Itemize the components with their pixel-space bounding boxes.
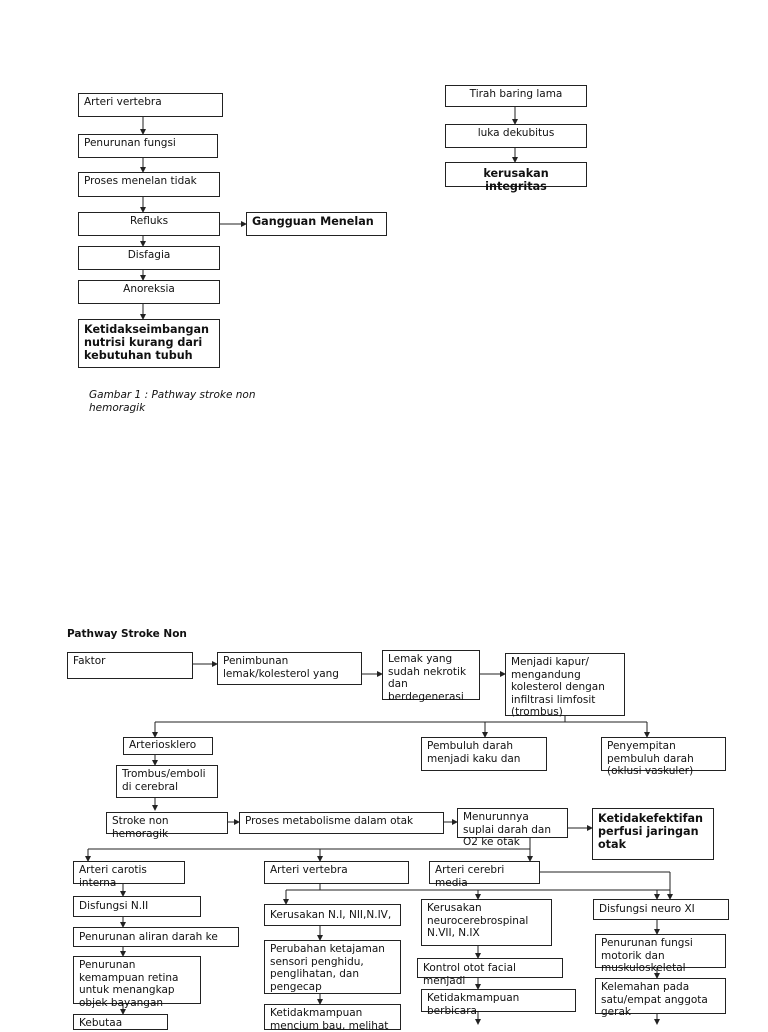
box-perubahan-ketajaman: Perubahan ketajaman sensori penghidu, pe… — [264, 940, 401, 994]
box-penimbunan: Penimbunan lemak/kolesterol yang — [217, 652, 362, 685]
box-tirah-baring: Tirah baring lama — [445, 85, 587, 107]
box-trombus: Trombus/emboli di cerebral — [116, 765, 218, 798]
pathway-title: Pathway Stroke Non — [67, 628, 187, 640]
box-arteri-cerebri: Arteri cerebri media — [429, 861, 540, 889]
box-proses-menelan: Proses menelan tidak — [78, 172, 220, 197]
figure-caption: Gambar 1 : Pathway stroke non hemoragik — [89, 389, 256, 414]
box-kerusakan-neurocerebrospinal: Kerusakan neurocerebrospinal N.VII, N.IX — [421, 899, 552, 946]
box-penurunan-fungsi: Penurunan fungsi — [78, 134, 218, 158]
box-disfungsi-nii: Disfungsi N.II — [73, 896, 201, 917]
box-disfagia: Disfagia — [78, 246, 220, 270]
box-refluks: Refluks — [78, 212, 220, 236]
box-menurunnya-suplai: Menurunnya suplai darah dan O2 ke otak — [457, 808, 568, 848]
box-ketidakefektifan-perfusi: Ketidakefektifan perfusi jaringan otak — [592, 808, 714, 860]
box-faktor: Faktor — [67, 652, 193, 679]
box-anoreksia: Anoreksia — [78, 280, 220, 304]
box-arteri-carotis: Arteri carotis interna — [73, 861, 185, 889]
box-gangguan-menelan: Gangguan Menelan — [246, 212, 387, 236]
box-arteri-vertebra: Arteri vertebra — [78, 93, 223, 117]
box-kerusakan-integritas: kerusakan integritas — [445, 162, 587, 193]
box-kontrol-otot: Kontrol otot facial menjadi — [417, 958, 563, 987]
box-arteri-vertebra-2: Arteri vertebra — [264, 861, 409, 884]
box-stroke-non: Stroke non hemoragik — [106, 812, 228, 840]
box-proses-metabolisme: Proses metabolisme dalam otak — [239, 812, 444, 834]
box-lemak-nekrotik: Lemak yang sudah nekrotik dan berdegener… — [382, 650, 480, 703]
box-penurunan-retina: Penurunan kemampuan retina untuk menangk… — [73, 956, 201, 1009]
box-disfungsi-neuro-xi: Disfungsi neuro XI — [593, 899, 729, 920]
box-kebutaan: Kebutaa — [73, 1014, 168, 1030]
box-penyempitan: Penyempitan pembuluh darah (oklusi vasku… — [601, 737, 726, 777]
box-arteriosklero: Arteriosklero — [123, 737, 213, 755]
box-ketidakmampuan-mencium: Ketidakmampuan mencium bau, melihat — [264, 1004, 401, 1032]
box-kerusakan-ni: Kerusakan N.I, NII,N.IV, — [264, 904, 401, 926]
box-penurunan-aliran: Penurunan aliran darah ke — [73, 927, 239, 947]
box-pembuluh-kaku: Pembuluh darah menjadi kaku dan — [421, 737, 547, 771]
box-menjadi-kapur: Menjadi kapur/ mengandung kolesterol den… — [505, 653, 625, 718]
box-kelemahan: Kelemahan pada satu/empat anggota gerak — [595, 978, 726, 1018]
box-luka-dekubitus: luka dekubitus — [445, 124, 587, 148]
box-ketidakseimbangan-nutrisi: Ketidakseimbangan nutrisi kurang dari ke… — [78, 319, 220, 368]
box-ketidakmampuan-bicara: Ketidakmampuan berbicara — [421, 989, 576, 1017]
box-penurunan-motorik: Penurunan fungsi motorik dan muskuloskel… — [595, 934, 726, 974]
